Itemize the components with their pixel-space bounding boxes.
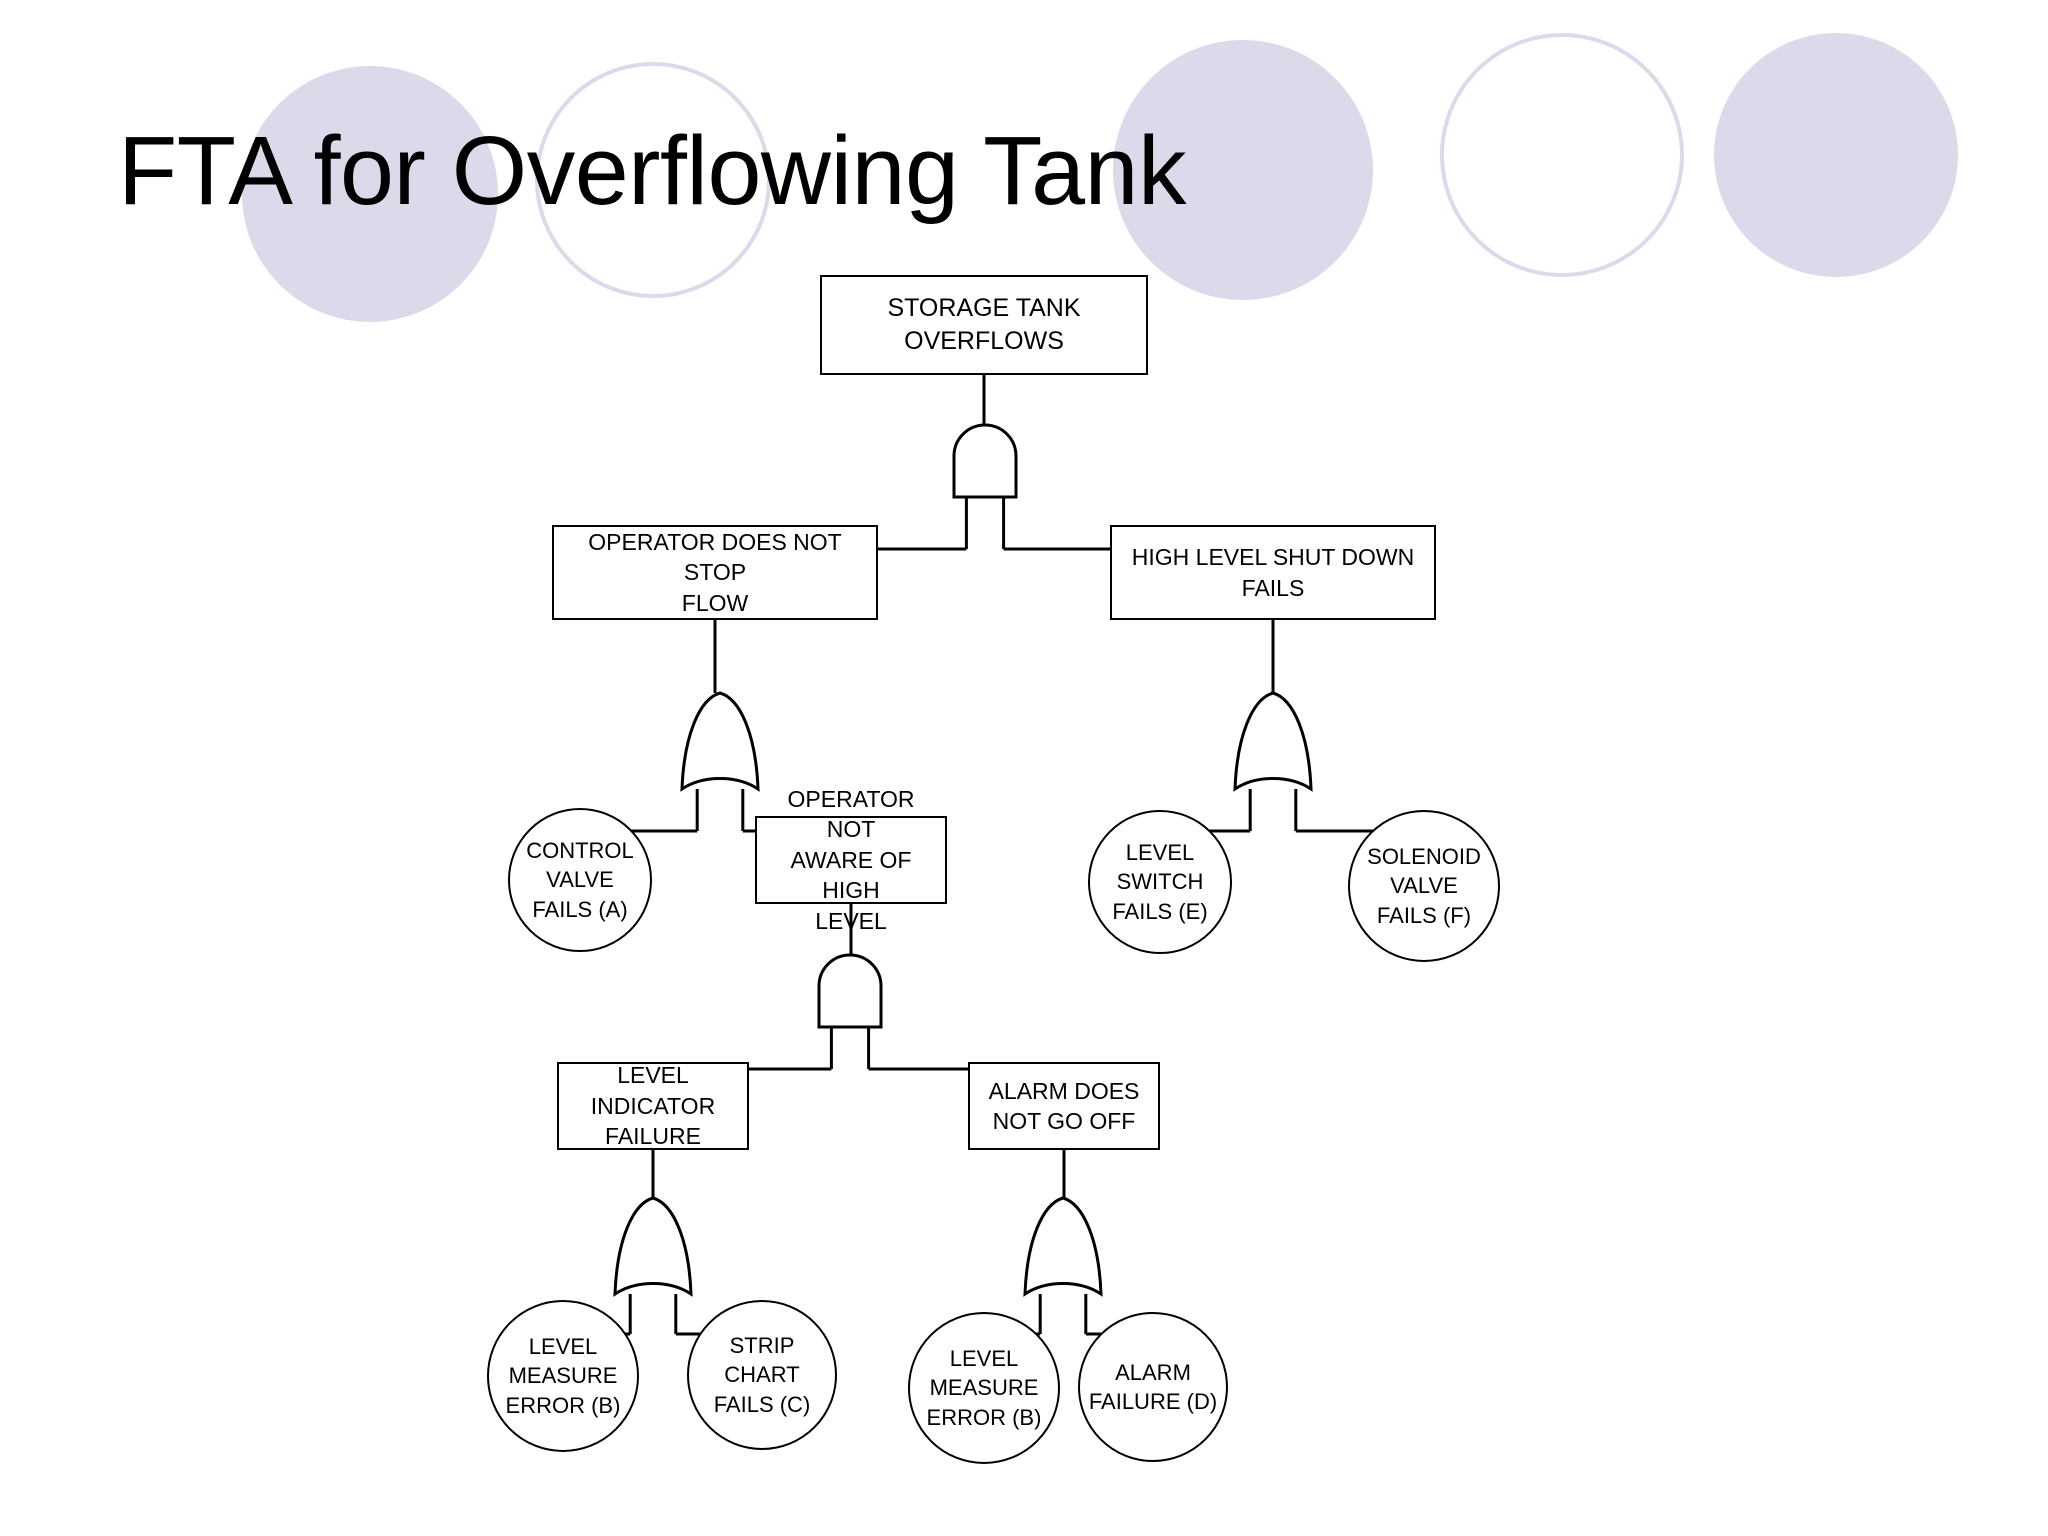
fta-node-label: HIGH LEVEL SHUT DOWN FAILS xyxy=(1131,544,1415,601)
fta-node-label: ALARM DOES NOT GO OFF xyxy=(988,1077,1140,1134)
fta-node-level-switch-fails-e: LEVEL SWITCH FAILS (E) xyxy=(1088,810,1232,954)
fta-gate-and-icon xyxy=(952,423,1018,499)
fta-node-label: STRIP CHART FAILS (C) xyxy=(713,1333,811,1417)
fta-node-level-measure-error-b-left: LEVEL MEASURE ERROR (B) xyxy=(487,1300,639,1452)
fta-node-label: LEVEL MEASURE ERROR (B) xyxy=(505,1334,621,1418)
fta-node-operator-not-aware-of-high-level: OPERATOR NOT AWARE OF HIGH LEVEL xyxy=(755,786,947,934)
fta-gate-or-icon xyxy=(1023,1196,1103,1297)
fta-node-label: CONTROL VALVE FAILS (A) xyxy=(526,838,634,922)
fta-node-label: OPERATOR NOT AWARE OF HIGH LEVEL xyxy=(787,786,915,934)
page-title: FTA for Overflowing Tank xyxy=(118,116,1186,225)
fta-gate-or-icon xyxy=(1233,691,1313,792)
fta-node-label: STORAGE TANK OVERFLOWS xyxy=(887,294,1081,355)
fta-node-label: LEVEL SWITCH FAILS (E) xyxy=(1112,840,1208,924)
fta-node-strip-chart-fails-c: STRIP CHART FAILS (C) xyxy=(687,1300,837,1450)
fta-node-label: ALARM FAILURE (D) xyxy=(1088,1359,1218,1414)
fta-node-alarm-failure-d: ALARM FAILURE (D) xyxy=(1078,1312,1228,1462)
fta-node-level-indicator-failure: LEVEL INDICATOR FAILURE xyxy=(557,1062,749,1150)
fta-gate-or-icon xyxy=(613,1196,693,1297)
fta-node-label: OPERATOR DOES NOT STOP FLOW xyxy=(588,528,842,616)
fta-node-high-level-shut-down-fails: HIGH LEVEL SHUT DOWN FAILS xyxy=(1110,525,1436,620)
fta-gate-and-icon xyxy=(817,953,883,1029)
fta-node-alarm-does-not-go-off: ALARM DOES NOT GO OFF xyxy=(968,1062,1160,1150)
fta-node-label: LEVEL MEASURE ERROR (B) xyxy=(926,1346,1042,1430)
fta-node-solenoid-valve-fails-f: SOLENOID VALVE FAILS (F) xyxy=(1348,810,1500,962)
fta-gate-or-icon xyxy=(680,691,760,792)
fta-node-operator-does-not-stop-flow: OPERATOR DOES NOT STOP FLOW xyxy=(552,525,878,620)
fta-node-label: LEVEL INDICATOR FAILURE xyxy=(590,1062,716,1150)
fta-node-storage-tank-overflows: STORAGE TANK OVERFLOWS xyxy=(820,275,1148,375)
fta-node-level-measure-error-b-right: LEVEL MEASURE ERROR (B) xyxy=(908,1312,1060,1464)
fta-node-control-valve-fails-a: CONTROL VALVE FAILS (A) xyxy=(508,808,652,952)
fta-node-label: SOLENOID VALVE FAILS (F) xyxy=(1367,844,1481,928)
